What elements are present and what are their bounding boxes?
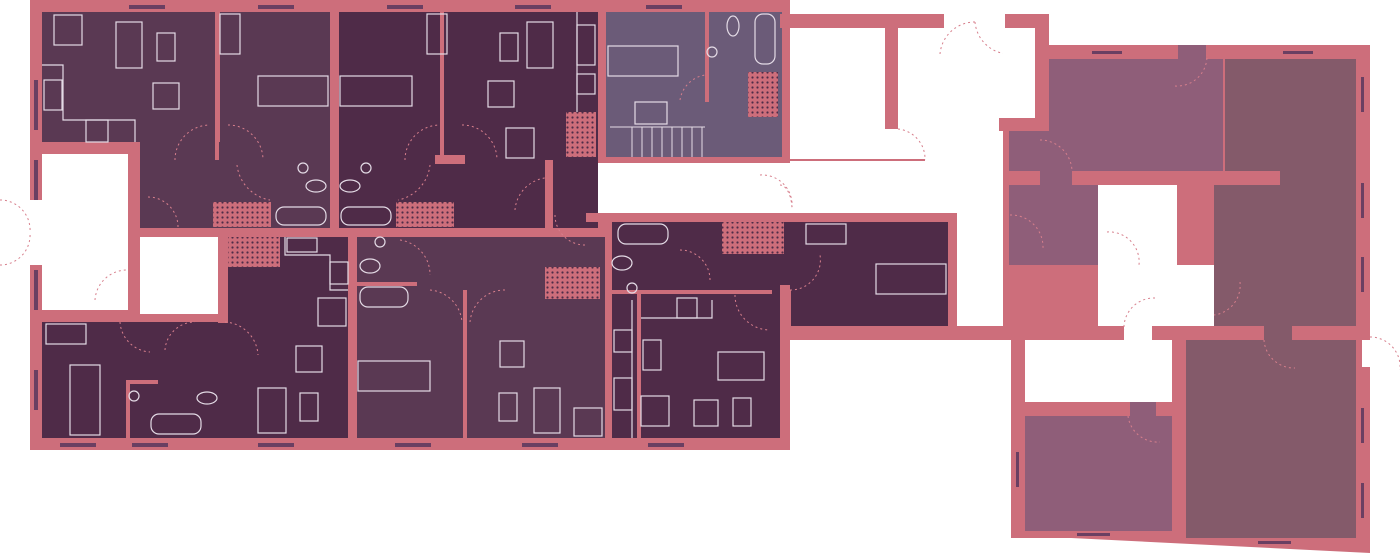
annex-courtyard — [1098, 185, 1177, 265]
annex-building — [779, 28, 1400, 553]
main-building — [0, 0, 957, 450]
sofas-and-armchairs — [115, 21, 765, 434]
flat-1-living — [42, 12, 215, 142]
annex-corridor — [1098, 265, 1214, 326]
annex-door-opening — [1124, 326, 1152, 340]
annex-lower-courtyard — [1025, 340, 1172, 402]
tables — [45, 13, 847, 437]
annex-lower-left-room — [1025, 416, 1172, 531]
entrance-gap — [0, 200, 42, 265]
annex-hallway-wall — [1009, 171, 1040, 185]
flat-2-rooms — [339, 12, 598, 228]
beds — [69, 45, 947, 436]
flat-2-hall-corner — [553, 160, 598, 163]
annex-lower-right-room — [1186, 340, 1356, 538]
flat-1-bedroom — [220, 12, 330, 162]
kitchen-counters — [42, 12, 713, 438]
flat-5-bedroom — [791, 222, 948, 326]
annex-west-room — [1009, 131, 1098, 265]
service-ducts — [213, 72, 784, 299]
door-swings — [0, 74, 821, 356]
annex-door-opening-4 — [1178, 45, 1206, 59]
annex-upper-right-room-extension — [1214, 185, 1356, 326]
annex-hallway-wall-2 — [1072, 171, 1280, 185]
annex-door-opening-3 — [1130, 402, 1156, 416]
annex-door-swings — [779, 54, 1400, 443]
entrance-courtyard — [42, 153, 128, 310]
connector-door-swings — [897, 21, 1009, 161]
annex-door-opening-2 — [1264, 326, 1292, 340]
flat-3-rooms — [42, 322, 348, 438]
staircase — [610, 126, 705, 157]
interior-walls — [42, 0, 790, 450]
bathroom-fixtures — [128, 13, 776, 435]
annex-gap-top — [1003, 28, 1035, 118]
annex-east-door-gap — [1362, 340, 1400, 367]
annex-bottom-wall — [1011, 525, 1370, 553]
annex-windows — [1016, 51, 1364, 544]
entrance-courtyard-inner — [140, 233, 218, 315]
